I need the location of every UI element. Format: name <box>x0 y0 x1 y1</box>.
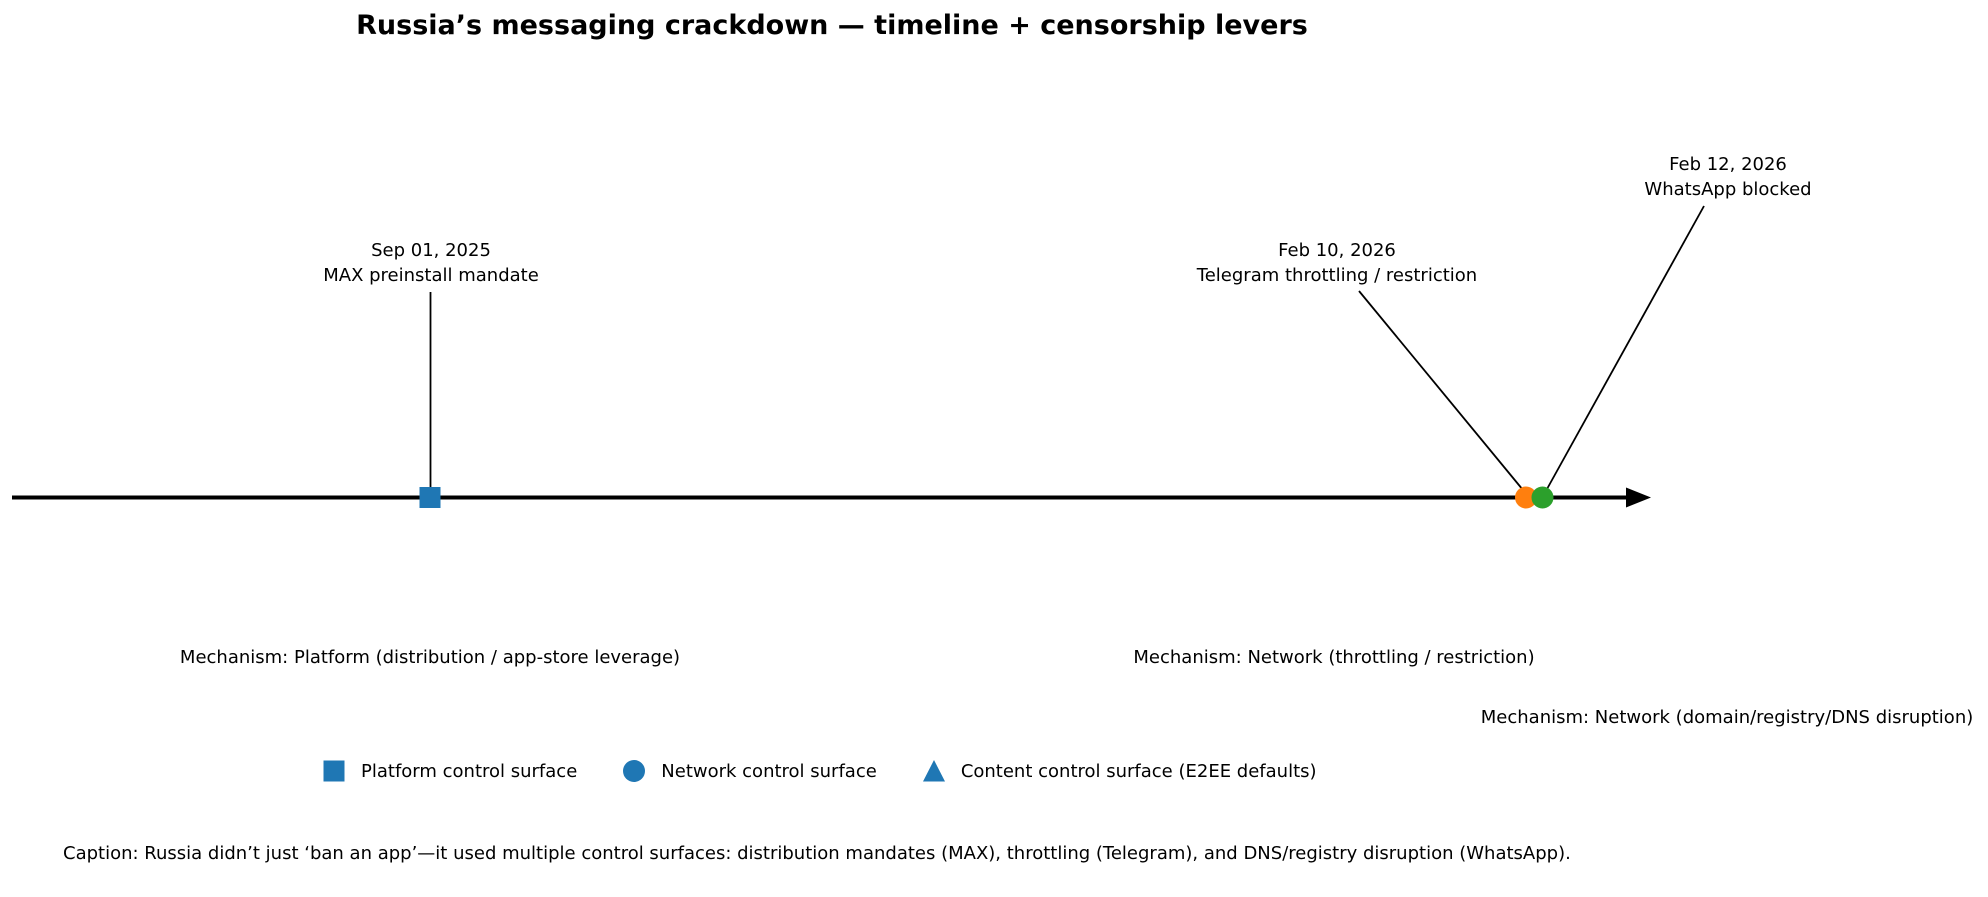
marker-max-preinstall-square <box>419 487 441 508</box>
legend-square-icon <box>323 760 345 782</box>
annotation-whatsapp-date: Feb 12, 2026 <box>1669 154 1787 175</box>
legend-label-network: Network control surface <box>661 760 877 782</box>
annotation-telegram-date: Feb 10, 2026 <box>1278 240 1396 261</box>
marker-whatsapp-circle <box>1531 486 1554 509</box>
mechanism-label-network-throttling: Mechanism: Network (throttling / restric… <box>1133 647 1535 668</box>
annotation-max-preinstall: Sep 01, 2025 MAX preinstall mandate <box>323 238 539 288</box>
legend-triangle-icon <box>922 760 945 782</box>
legend-item-platform: Platform control surface <box>322 759 577 783</box>
legend-item-network: Network control surface <box>622 759 877 783</box>
annotation-max-date: Sep 01, 2025 <box>371 240 491 261</box>
legend-label-platform: Platform control surface <box>361 760 578 782</box>
mechanism-label-network-dns: Mechanism: Network (domain/registry/DNS … <box>1480 707 1974 728</box>
legend-label-content: Content control surface (E2EE defaults) <box>960 760 1317 782</box>
annotation-whatsapp: Feb 12, 2026 WhatsApp blocked <box>1644 152 1811 202</box>
annotation-telegram: Feb 10, 2026 Telegram throttling / restr… <box>1197 238 1477 288</box>
marker-telegram-circle <box>1515 486 1537 509</box>
chart-caption: Caption: Russia didn’t just ‘ban an app’… <box>63 843 1571 864</box>
legend-circle-icon <box>623 760 646 782</box>
chart-title: Russia’s messaging crackdown — timeline … <box>356 10 1308 41</box>
timeline-arrowhead-icon <box>1626 487 1651 508</box>
mechanism-label-platform: Mechanism: Platform (distribution / app-… <box>179 647 681 668</box>
annotation-telegram-label: Telegram throttling / restriction <box>1196 265 1478 286</box>
leader-line-whatsapp <box>1546 205 1705 490</box>
legend-item-content: Content control surface (E2EE defaults) <box>922 759 1317 783</box>
leader-line-telegram <box>1358 290 1524 491</box>
annotation-whatsapp-label: WhatsApp blocked <box>1644 179 1812 200</box>
annotation-max-label: MAX preinstall mandate <box>323 265 539 286</box>
legend: Platform control surface Network control… <box>322 756 1317 786</box>
